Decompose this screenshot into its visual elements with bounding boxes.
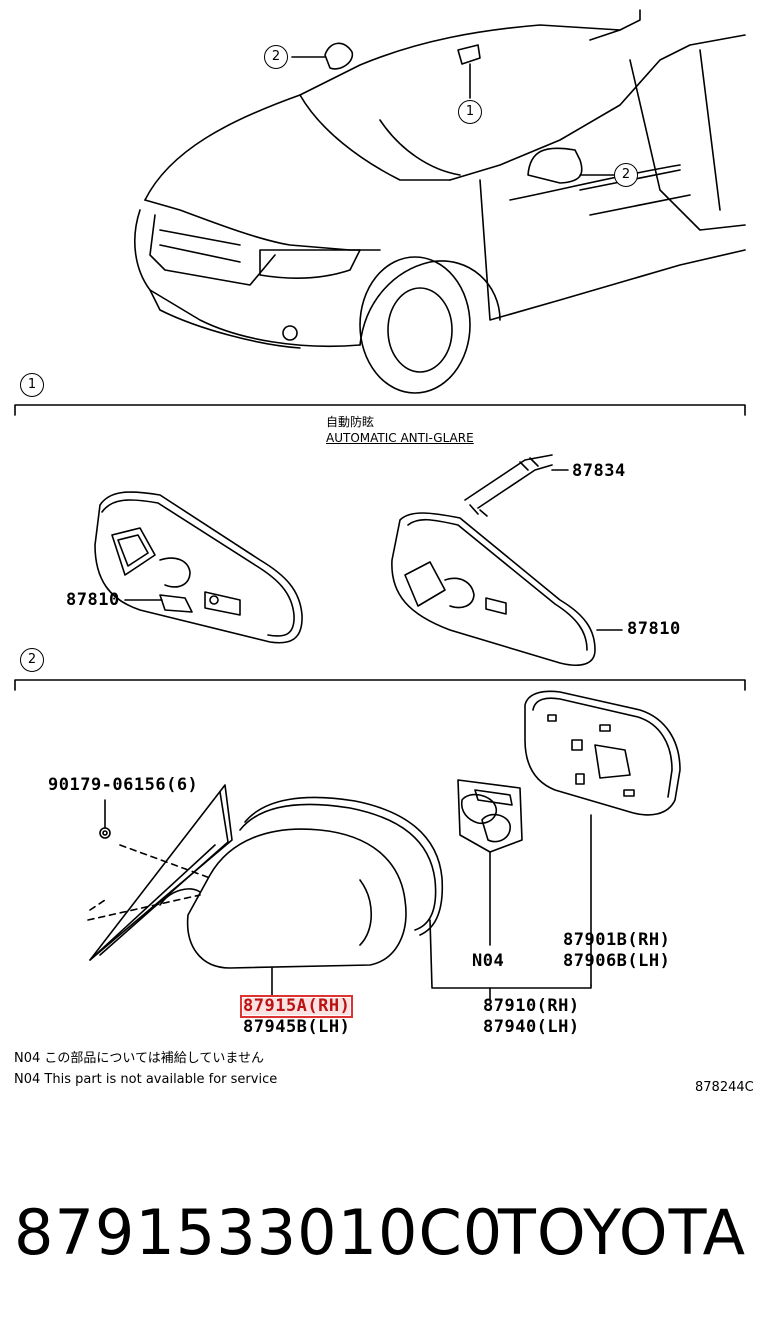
- actuator: [457, 779, 523, 946]
- brand-name: TOYOTA: [498, 1196, 747, 1269]
- inner-mirror-left: [94, 491, 303, 644]
- wire-harness: [464, 454, 569, 517]
- label-87834: 87834: [572, 461, 626, 481]
- part-number: 8791533010C0: [14, 1196, 504, 1269]
- callout-1-section: 1: [20, 373, 44, 397]
- mirror-cover: [186, 796, 444, 996]
- mirror-glass: [524, 690, 681, 986]
- section1-title-en: AUTOMATIC ANTI-GLARE: [326, 431, 474, 445]
- label-87810-right: 87810: [627, 619, 681, 639]
- label-87940-lh: 87940(LH): [483, 1017, 580, 1037]
- callout-1-top: 1: [458, 100, 482, 124]
- leader-lines: [429, 919, 592, 1001]
- note-en: N04 This part is not available for servi…: [14, 1072, 278, 1087]
- label-87906b-lh: 87906B(LH): [563, 951, 671, 971]
- callout-2-top-left: 2: [264, 45, 288, 69]
- label-87910-rh: 87910(RH): [483, 996, 580, 1016]
- note-jp: N04 この部品については補給していません: [14, 1051, 264, 1066]
- car-illustration: [134, 9, 746, 394]
- bolt: [99, 799, 111, 839]
- label-87945b-lh: 87945B(LH): [243, 1017, 351, 1037]
- label-87810-left: 87810: [66, 590, 120, 610]
- label-87901b-rh: 87901B(RH): [563, 930, 671, 950]
- label-bolt: 90179-06156(6): [48, 775, 199, 795]
- section2-bracket: [14, 679, 746, 691]
- label-87915a-rh[interactable]: 87915A(RH): [239, 995, 354, 1018]
- door-mount: [87, 784, 233, 961]
- section1-title-jp: 自動防眩: [326, 415, 375, 429]
- label-n04: N04: [472, 951, 505, 971]
- callout-2-top-right: 2: [614, 163, 638, 187]
- figure-code: 878244C: [695, 1080, 754, 1095]
- section1-bracket: [14, 404, 746, 416]
- inner-mirror-right: [391, 512, 623, 666]
- callout-2-section: 2: [20, 648, 44, 672]
